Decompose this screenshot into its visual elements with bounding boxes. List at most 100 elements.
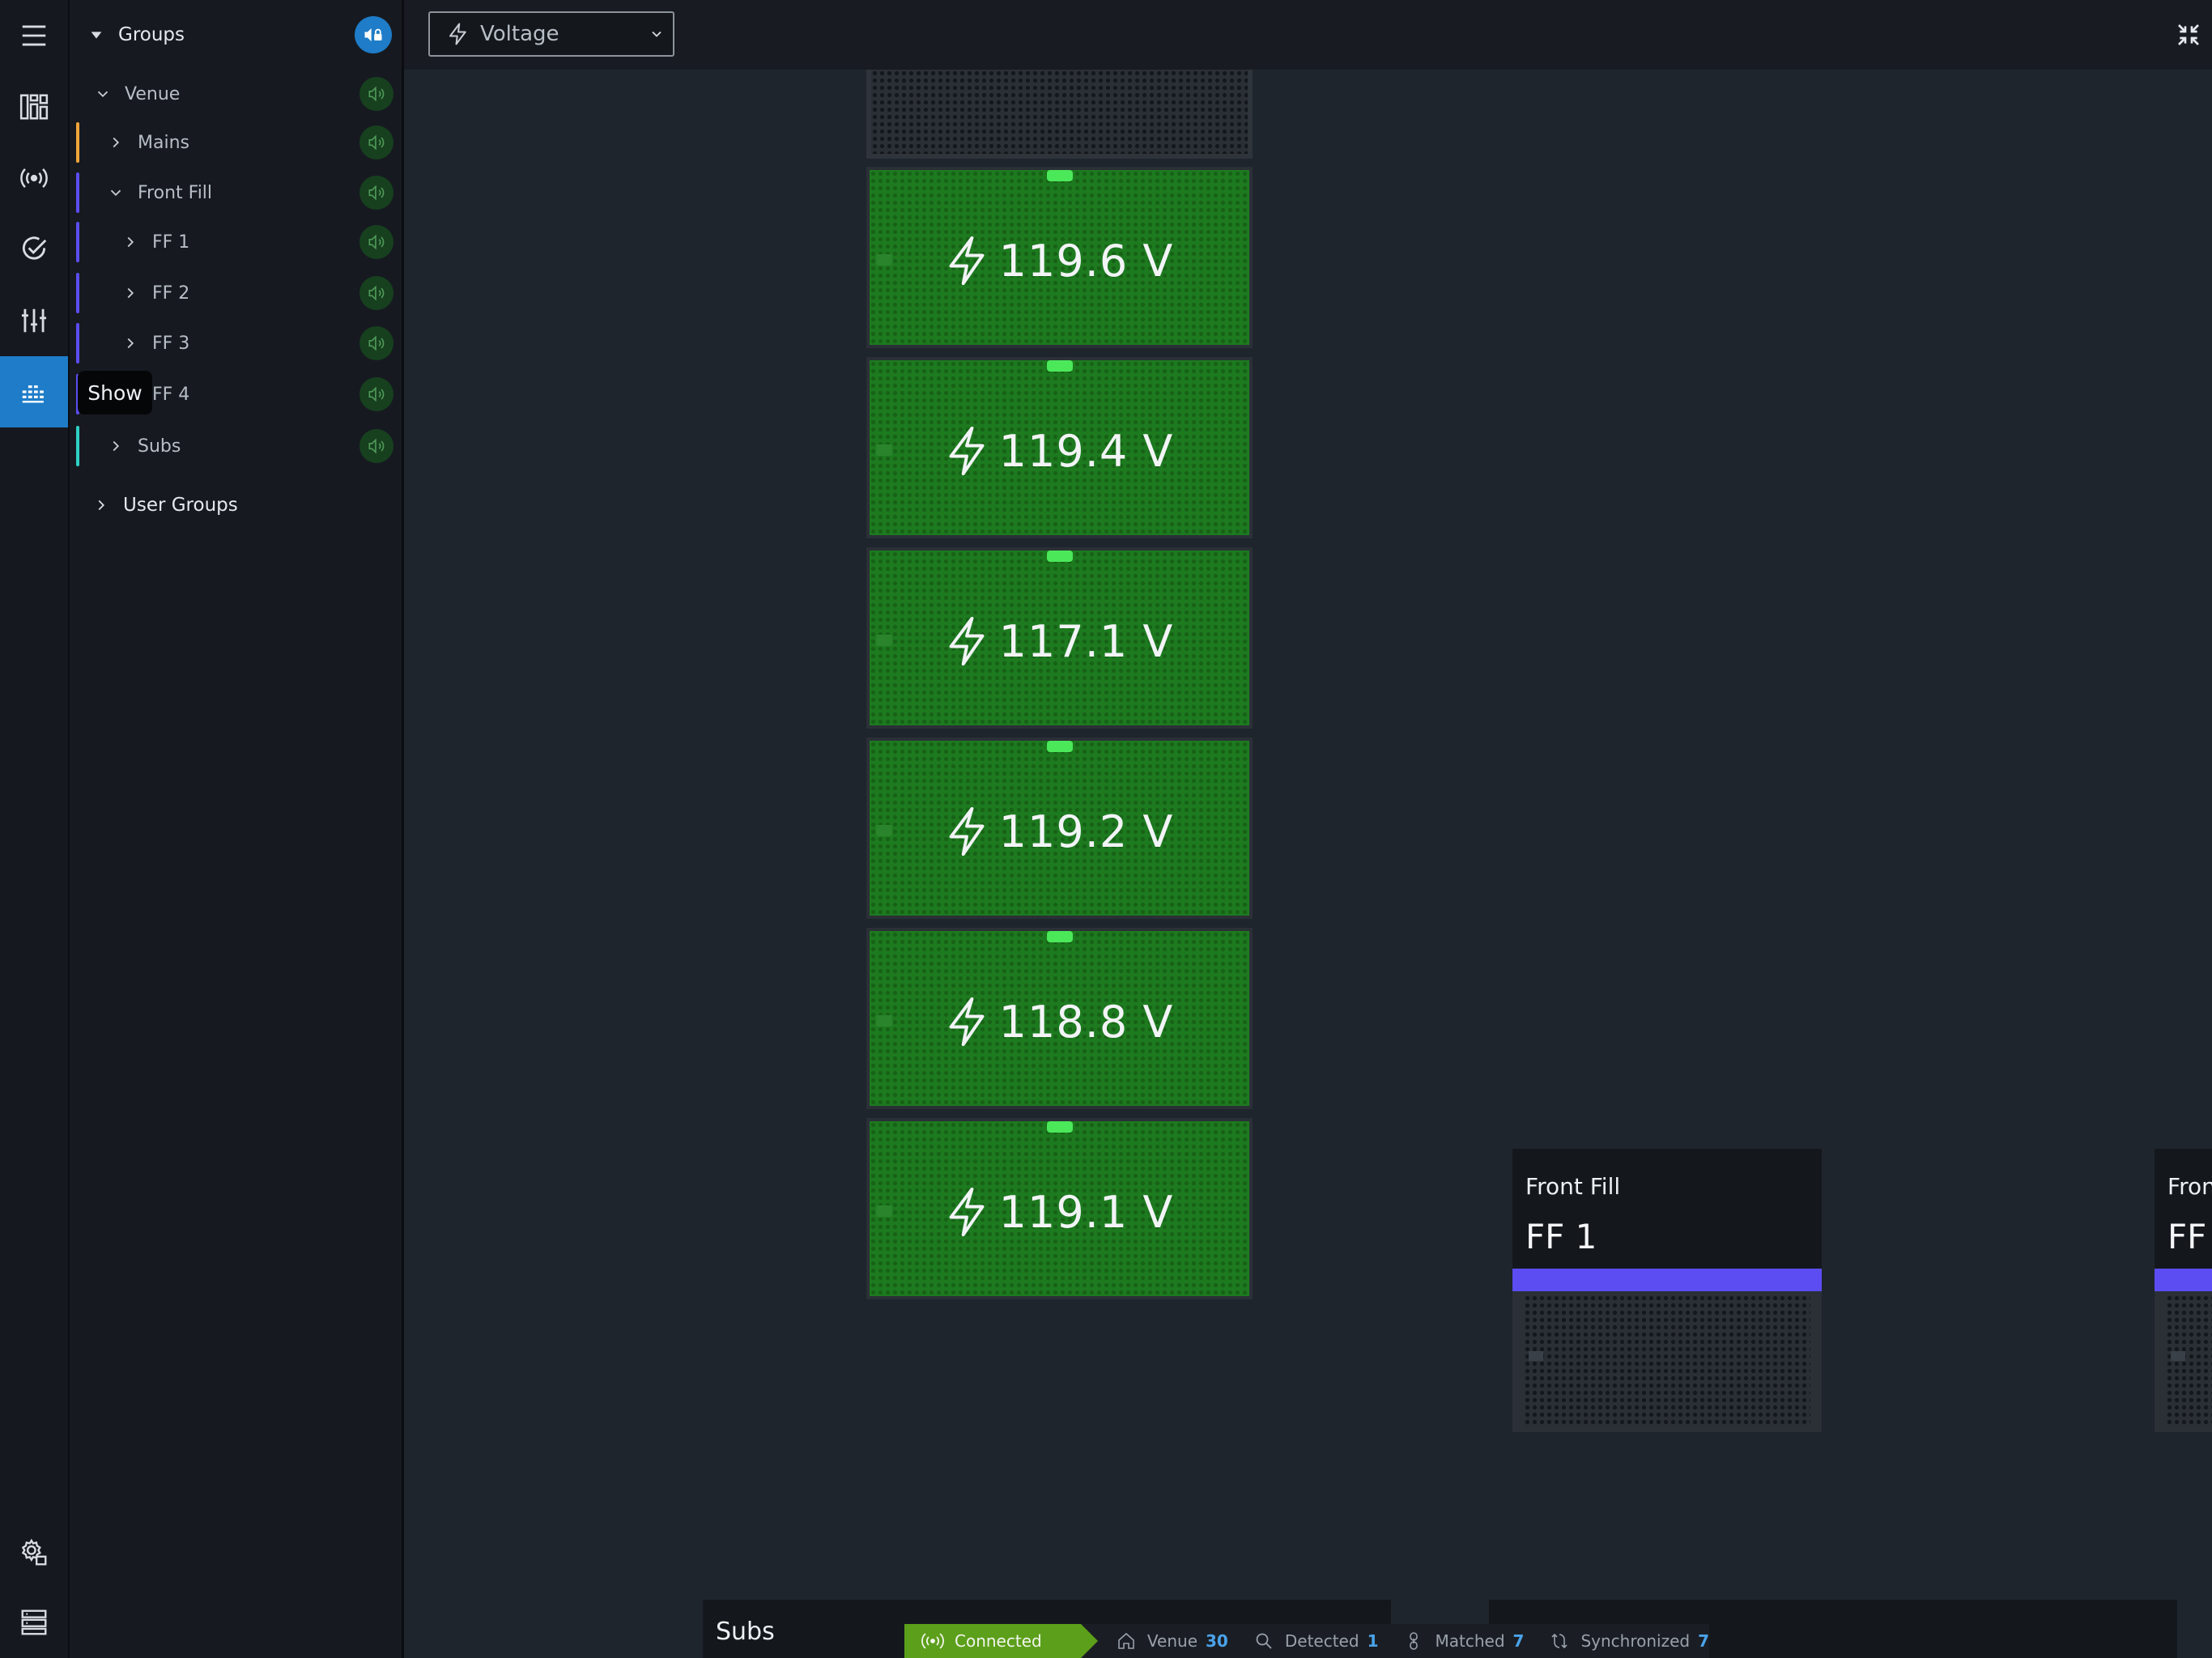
cabinet-badge bbox=[876, 1015, 892, 1027]
tree-item-label: Front Fill bbox=[138, 182, 213, 203]
matched-stat[interactable]: Matched 7 bbox=[1404, 1631, 1524, 1651]
tree-item-ff2[interactable]: FF 2 bbox=[70, 268, 402, 318]
cabinet[interactable]: 119.1 V bbox=[866, 1118, 1253, 1299]
cabinet[interactable]: 117.1 V bbox=[866, 547, 1253, 729]
tree-header-label: Groups bbox=[118, 24, 185, 45]
mute-toggle-ff2[interactable] bbox=[359, 276, 393, 310]
rail-item-tuning[interactable] bbox=[0, 285, 68, 356]
detected-stat[interactable]: Detected 1 bbox=[1254, 1631, 1378, 1651]
chevron-right-icon bbox=[113, 137, 120, 148]
rail-item-show[interactable] bbox=[0, 356, 68, 427]
server-rack-icon bbox=[21, 1609, 47, 1635]
cabinet-preview bbox=[1524, 1295, 1810, 1427]
synchronized-stat[interactable]: Synchronized 7 bbox=[1550, 1631, 1709, 1651]
cabinet[interactable]: 118.8 V bbox=[866, 928, 1253, 1109]
rail-item-devices[interactable] bbox=[0, 71, 68, 142]
voltage-value: 119.1 V bbox=[998, 1186, 1174, 1238]
lock-button[interactable] bbox=[355, 16, 392, 53]
chevron-right-icon bbox=[113, 440, 120, 452]
voltage-value: 119.6 V bbox=[998, 235, 1174, 287]
tree-item-ff3[interactable]: FF 3 bbox=[70, 318, 402, 368]
speaker-array-icon bbox=[19, 94, 49, 120]
card-header: Front Fill FF 1 bbox=[1512, 1149, 1822, 1269]
group-card-ff1[interactable]: Front Fill FF 1 bbox=[1512, 1149, 1822, 1432]
parameter-select-value: Voltage bbox=[480, 22, 559, 46]
mute-toggle-mains[interactable] bbox=[359, 125, 393, 159]
stat-label: Venue bbox=[1146, 1631, 1198, 1651]
speaker-icon bbox=[368, 185, 385, 201]
broadcast-icon bbox=[921, 1633, 944, 1649]
mute-toggle-ff3[interactable] bbox=[359, 326, 393, 360]
menu-button[interactable] bbox=[0, 0, 68, 71]
voltage-reading: 118.8 V bbox=[870, 989, 1249, 1054]
speaker-icon bbox=[368, 134, 385, 151]
rail-item-system[interactable] bbox=[0, 1587, 68, 1658]
mute-toggle-front-fill[interactable] bbox=[359, 176, 393, 210]
connection-label: Connected bbox=[955, 1631, 1042, 1651]
settings-gear-icon bbox=[21, 1538, 47, 1566]
voltage-reading: 117.1 V bbox=[870, 609, 1249, 674]
tree-item-label: Subs bbox=[138, 436, 181, 457]
link-icon bbox=[1410, 1632, 1419, 1650]
stat-label: Matched bbox=[1435, 1631, 1505, 1651]
groups-tree-panel: Groups Venue Mains Front Fill FF 1 FF 2 bbox=[70, 0, 404, 1658]
group-color-strip bbox=[1512, 1269, 1822, 1291]
collapse-fullscreen-button[interactable] bbox=[2165, 11, 2212, 58]
speaker-icon bbox=[368, 234, 385, 250]
tree-item-label: FF 4 bbox=[152, 384, 190, 405]
stat-count: 30 bbox=[1206, 1631, 1228, 1651]
nav-rail bbox=[0, 0, 70, 1658]
check-circle-icon bbox=[22, 236, 47, 260]
tree-item-ff1[interactable]: FF 1 bbox=[70, 217, 402, 267]
stat-count: 7 bbox=[1698, 1631, 1709, 1651]
venue-stat[interactable]: Venue 30 bbox=[1117, 1631, 1228, 1651]
rail-item-settings[interactable] bbox=[0, 1517, 68, 1588]
status-led bbox=[1046, 360, 1073, 372]
mute-toggle-ff4[interactable] bbox=[359, 377, 393, 411]
speaker-icon bbox=[368, 438, 385, 454]
mute-toggle-ff1[interactable] bbox=[359, 225, 393, 259]
voltage-reading: 119.6 V bbox=[870, 228, 1249, 293]
rail-item-network[interactable] bbox=[0, 142, 68, 214]
lightning-icon bbox=[949, 426, 985, 476]
tree-item-mains[interactable]: Mains bbox=[70, 117, 402, 168]
mute-toggle-venue[interactable] bbox=[359, 77, 393, 111]
voltage-reading: 119.2 V bbox=[870, 799, 1249, 864]
search-icon bbox=[1256, 1633, 1272, 1649]
show-canvas: 119.6 V 119.4 V 117.1 V 119.2 V 118.8 V bbox=[404, 70, 2212, 1658]
status-led bbox=[1046, 551, 1073, 562]
mute-toggle-subs[interactable] bbox=[359, 429, 393, 463]
speaker-icon bbox=[368, 285, 385, 301]
status-led bbox=[1046, 931, 1073, 942]
stat-count: 7 bbox=[1512, 1631, 1525, 1651]
stat-label: Synchronized bbox=[1580, 1631, 1691, 1651]
show-grid-icon bbox=[22, 385, 44, 403]
cabinet-badge bbox=[1529, 1351, 1543, 1361]
tree-item-venue[interactable]: Venue bbox=[70, 69, 402, 119]
cabinet[interactable]: 119.6 V bbox=[866, 167, 1253, 348]
parameter-select[interactable]: Voltage bbox=[428, 11, 674, 57]
cabinet[interactable]: 119.2 V bbox=[866, 738, 1253, 919]
tree-item-front-fill[interactable]: Front Fill bbox=[70, 168, 402, 218]
cabinet[interactable]: 119.4 V bbox=[866, 357, 1253, 538]
voltage-value: 118.8 V bbox=[998, 996, 1174, 1048]
group-card-ff2[interactable]: Fron FF bbox=[2155, 1149, 2212, 1432]
cabinet-badge bbox=[876, 444, 892, 456]
rail-item-checks[interactable] bbox=[0, 214, 68, 285]
caret-down-icon bbox=[91, 32, 102, 39]
chevron-right-icon bbox=[127, 236, 134, 248]
card-group-name: Front Fill bbox=[1525, 1173, 1621, 1200]
tree-header-groups[interactable]: Groups bbox=[70, 10, 402, 60]
voltage-reading: 119.4 V bbox=[870, 419, 1249, 483]
tree-item-ff4[interactable]: FF 4 bbox=[70, 369, 402, 419]
connection-status[interactable]: Connected bbox=[904, 1624, 1098, 1658]
status-led bbox=[1046, 741, 1073, 752]
tree-item-user-groups[interactable]: User Groups bbox=[70, 480, 402, 530]
tree-item-label: Mains bbox=[138, 132, 189, 153]
voltage-value: 117.1 V bbox=[998, 615, 1174, 667]
cabinet-badge bbox=[876, 825, 892, 836]
tree-item-subs[interactable]: Subs bbox=[70, 421, 402, 471]
voltage-reading: 119.1 V bbox=[870, 1180, 1249, 1244]
card-group-name: Subs bbox=[716, 1618, 775, 1646]
lightning-icon bbox=[949, 1187, 985, 1237]
